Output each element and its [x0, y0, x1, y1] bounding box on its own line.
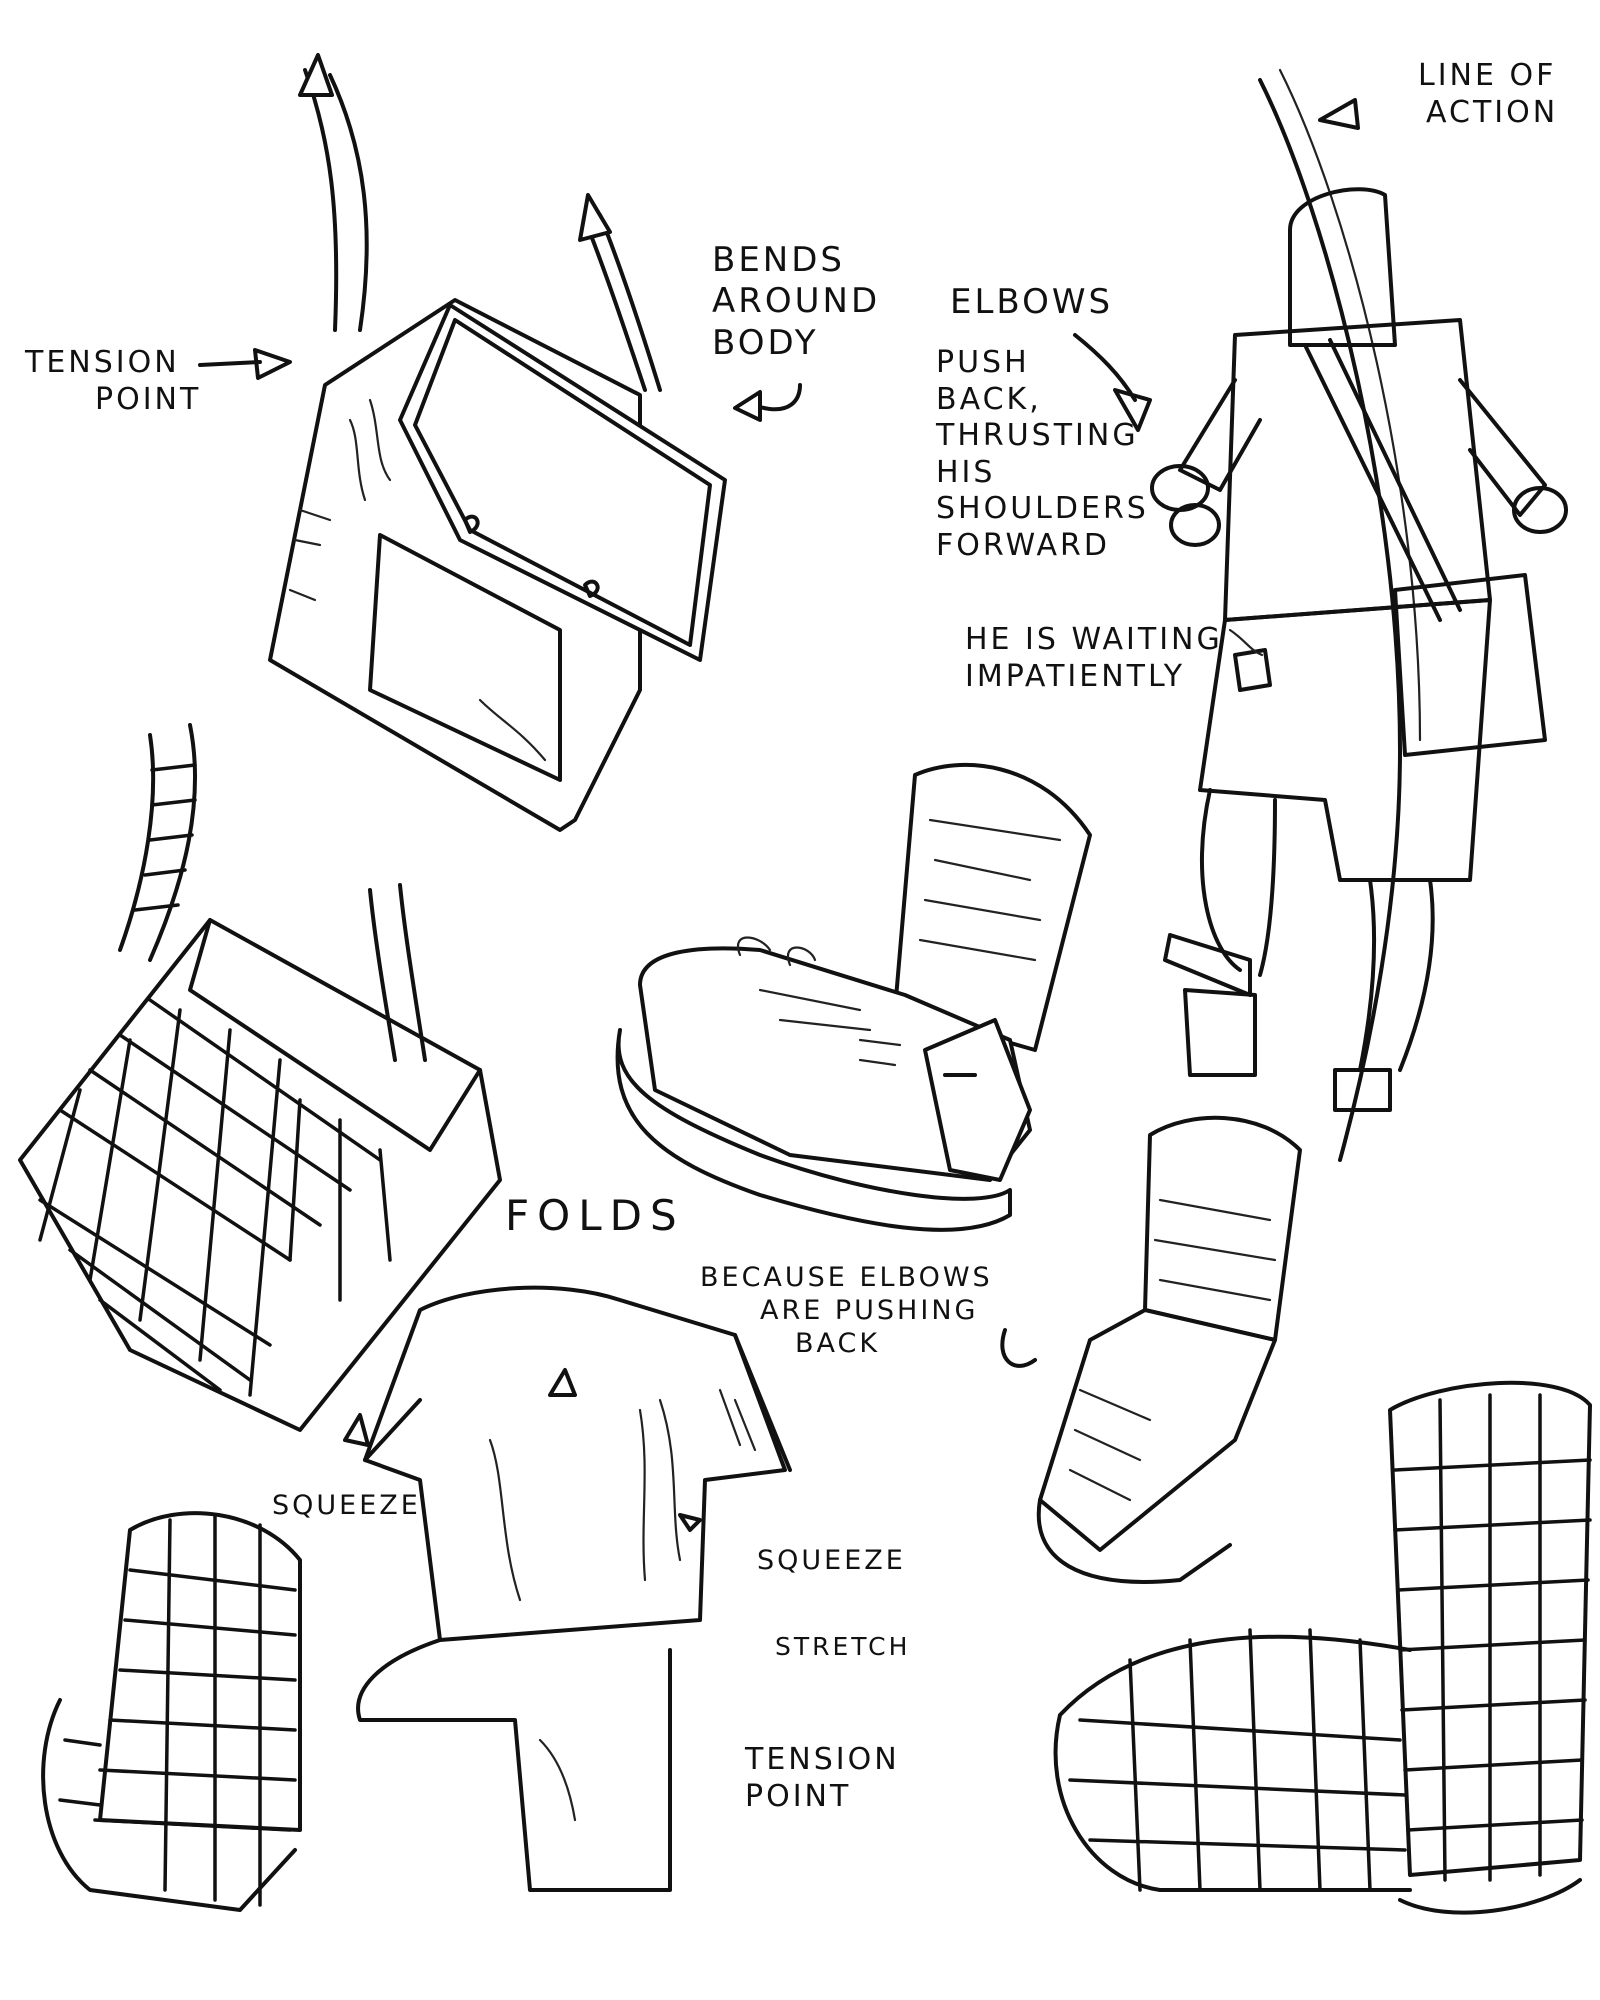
squeeze-arrow-icon	[343, 1413, 370, 1447]
elbows-note: PUSH BACK, THRUSTING HIS SHOULDERS FORWA…	[936, 345, 1149, 563]
grid-boot-left-sketch	[41, 1511, 302, 1912]
waiting-note: HE IS WAITING IMPATIENTLY	[965, 622, 1223, 694]
because-elbows-label: BECAUSE ELBOWS ARE PUSHING BACK	[700, 1262, 993, 1359]
grid-boot-sketch	[1053, 1380, 1592, 1915]
line-of-action-label: LINE OF ACTION	[1418, 58, 1559, 130]
line-of-action-arrow-icon	[1318, 98, 1360, 130]
sneaker-sketch	[615, 763, 1092, 1232]
squeeze-arrow-icon-2	[678, 1513, 702, 1532]
stretch-label: STRETCH	[775, 1632, 911, 1661]
tension-point-label-top: TENSION POINT	[25, 345, 202, 417]
grid-bag-sketch	[18, 723, 502, 1432]
messenger-bag-sketch	[268, 53, 727, 832]
line-of-action-curve	[1258, 78, 1402, 1162]
squeeze-right-label: SQUEEZE	[757, 1545, 906, 1576]
tension-point-arrow-icon	[253, 348, 292, 380]
elbows-heading: ELBOWS	[950, 282, 1114, 322]
strap-arrow-icon-2	[578, 193, 612, 242]
bends-around-body-label: BENDS AROUND BODY	[712, 240, 881, 363]
tension-point-label-bottom: TENSION POINT	[745, 1742, 900, 1814]
figure-back-view-sketch	[1150, 68, 1568, 1162]
folds-label: FOLDS	[505, 1191, 685, 1240]
squeeze-left-label: SQUEEZE	[272, 1490, 421, 1521]
shirt-shorts-sketch	[343, 1285, 792, 1892]
boot-sketch	[1000, 1115, 1302, 1584]
elbow-arrow-icon	[548, 1368, 577, 1397]
bends-arrow-icon	[733, 390, 762, 422]
strap-arrow-icon	[298, 53, 334, 97]
